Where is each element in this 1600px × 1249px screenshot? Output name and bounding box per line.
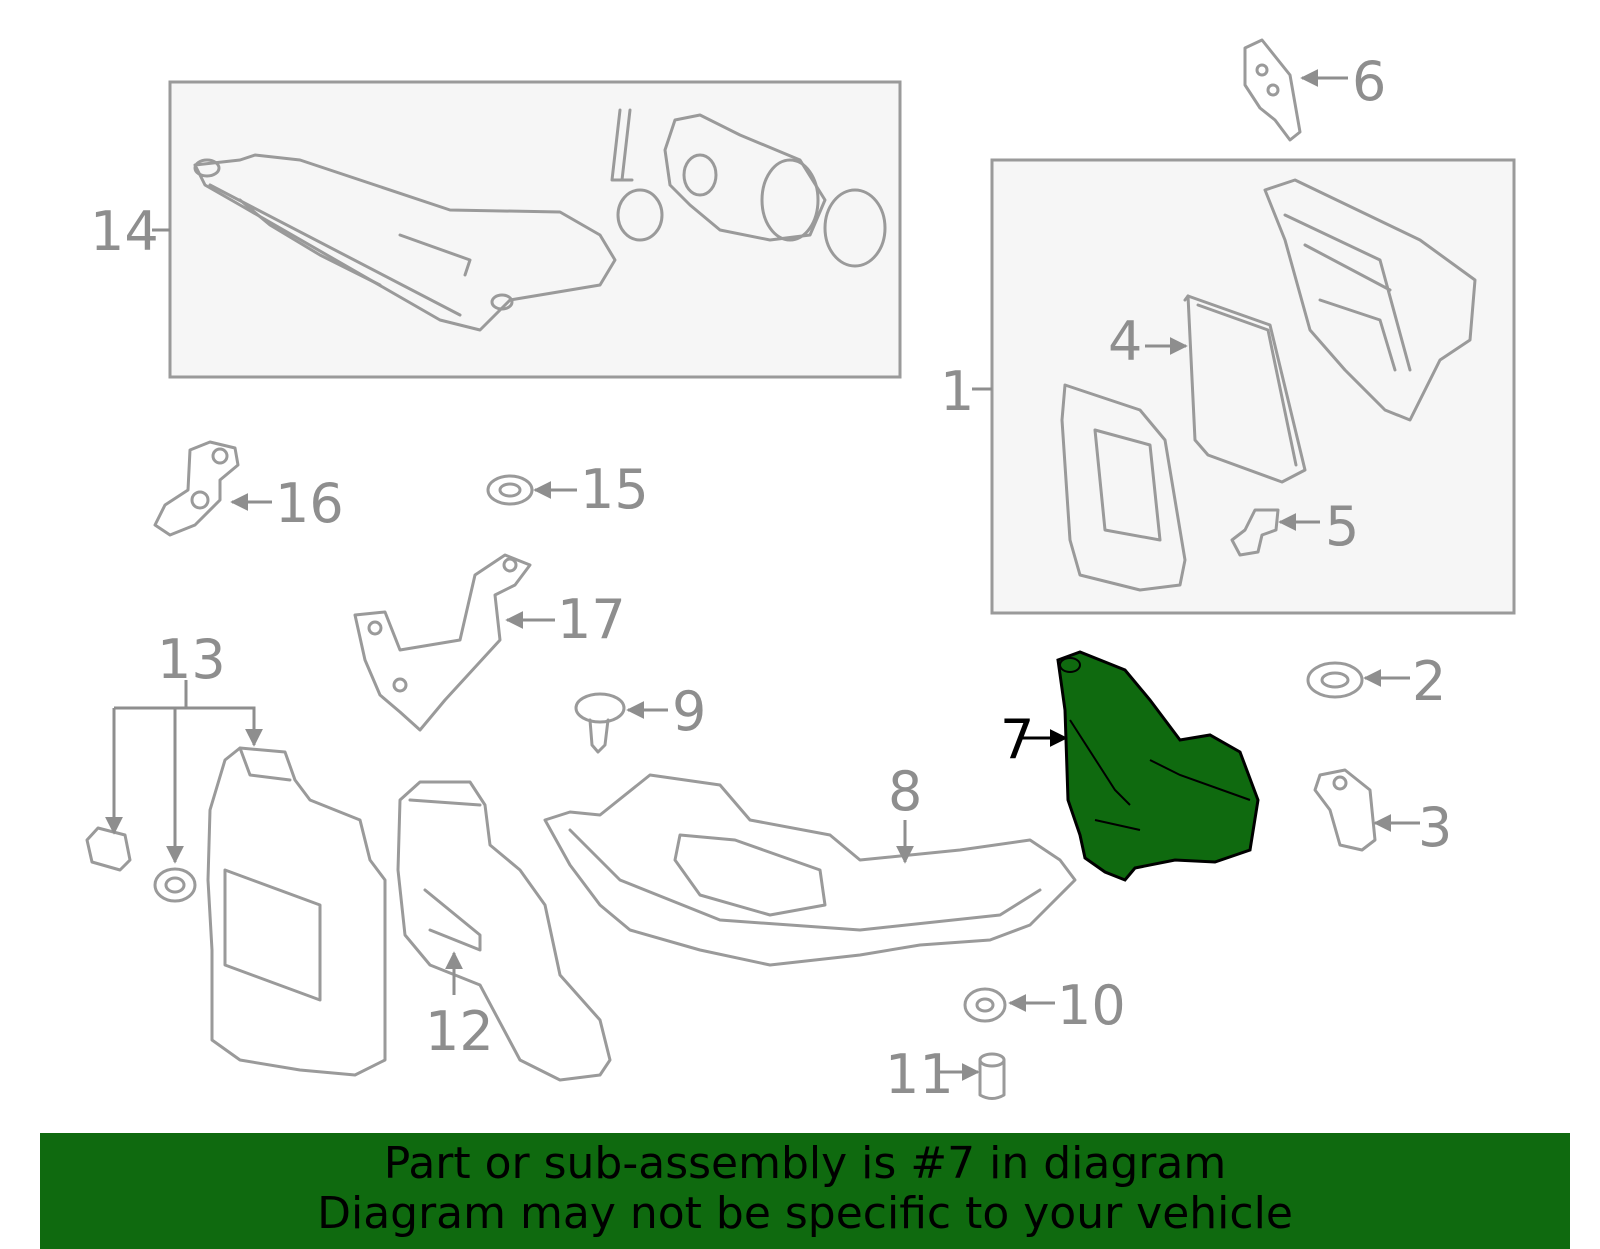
callout-4: 4 <box>1108 310 1142 373</box>
callout-12: 12 <box>425 1000 494 1063</box>
callout-16: 16 <box>275 472 344 535</box>
callout-15: 15 <box>580 458 649 521</box>
part-14-intake-duct[interactable] <box>193 108 887 332</box>
callout-11: 11 <box>885 1043 954 1106</box>
part-7-resonator[interactable] <box>1056 650 1260 882</box>
leader-lines <box>105 69 1420 1081</box>
part-1-air-cleaner-housing[interactable] <box>1060 178 1477 592</box>
part-6-bracket[interactable] <box>1243 38 1302 142</box>
part-13-duct[interactable] <box>85 746 387 1077</box>
callout-14: 14 <box>90 200 159 263</box>
callout-9: 9 <box>672 680 706 743</box>
part-10-grommet[interactable] <box>963 987 1007 1023</box>
part-2-grommet[interactable] <box>1306 661 1364 699</box>
part-17-bracket[interactable] <box>353 553 532 732</box>
callout-8: 8 <box>888 760 922 823</box>
part-11-sleeve[interactable] <box>978 1052 1006 1100</box>
callout-10: 10 <box>1057 974 1126 1037</box>
callout-5: 5 <box>1325 495 1359 558</box>
part-16-bracket[interactable] <box>153 440 240 537</box>
part-15-grommet[interactable] <box>486 474 534 506</box>
banner-line-2: Diagram may not be specific to your vehi… <box>317 1188 1293 1239</box>
callout-1: 1 <box>940 360 974 423</box>
callout-13: 13 <box>157 628 226 691</box>
callout-6: 6 <box>1352 50 1386 113</box>
assembly-box-14 <box>168 80 902 379</box>
part-12-duct[interactable] <box>396 780 612 1082</box>
callout-7: 7 <box>1000 708 1034 771</box>
part-5-clip[interactable] <box>1230 508 1280 557</box>
info-banner: Part or sub-assembly is #7 in diagram Di… <box>40 1133 1570 1249</box>
callout-2: 2 <box>1412 650 1446 713</box>
part-3-bracket[interactable] <box>1313 768 1377 852</box>
part-9-push-clip[interactable] <box>574 692 626 754</box>
callout-17: 17 <box>557 588 626 651</box>
callout-3: 3 <box>1418 796 1452 859</box>
part-4-air-filter[interactable] <box>1183 294 1307 484</box>
part-8-air-duct[interactable] <box>543 773 1077 967</box>
banner-line-1: Part or sub-assembly is #7 in diagram <box>383 1138 1227 1189</box>
